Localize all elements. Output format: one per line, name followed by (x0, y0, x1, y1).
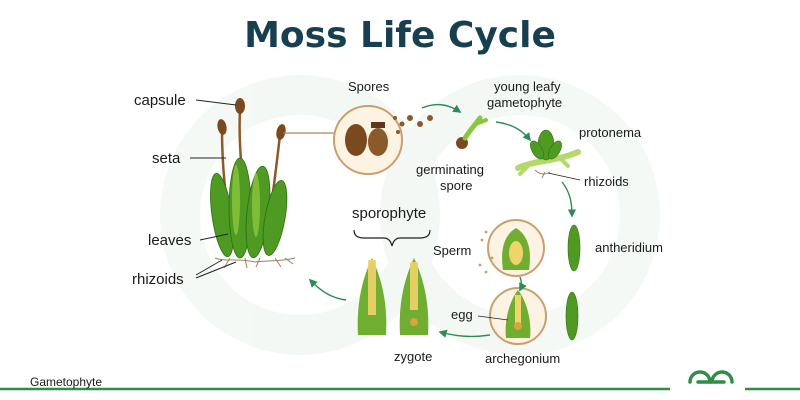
label-germinating-2: spore (440, 178, 473, 193)
label-germinating-1: germinating (416, 162, 484, 177)
label-sporophyte: sporophyte (352, 205, 426, 222)
geeksforgeeks-logo-icon (688, 370, 734, 384)
label-young-leafy-1: young leafy (494, 79, 561, 94)
label-egg: egg (451, 307, 473, 322)
protonema-illustration (515, 129, 581, 179)
cycle-arrows (308, 103, 577, 338)
label-archegonium: archegonium (485, 351, 560, 366)
label-spores: Spores (348, 79, 390, 94)
sporophyte-brace (353, 229, 431, 247)
label-seta: seta (152, 150, 181, 167)
label-young-leafy-2: gametophyte (487, 95, 562, 110)
label-sperm: Sperm (433, 243, 471, 258)
spores-illustration (283, 105, 433, 175)
zygote-illustrations (357, 258, 429, 335)
label-rhizoids-right: rhizoids (584, 174, 629, 189)
label-rhizoids-left: rhizoids (132, 271, 184, 288)
footer: Gametophyte (0, 370, 800, 391)
germinating-spore-illustration (456, 115, 488, 149)
left-label-group: capsule seta leaves rhizoids (132, 92, 237, 288)
label-capsule: capsule (134, 92, 186, 109)
antheridium-illustration (478, 219, 581, 277)
capsule-shape (235, 98, 245, 114)
label-leaves: leaves (148, 232, 191, 249)
label-zygote: zygote (394, 349, 432, 364)
label-antheridium: antheridium (595, 240, 663, 255)
footer-caption: Gametophyte (30, 375, 102, 389)
page-title: Moss Life Cycle (244, 15, 556, 56)
archegonium-illustration (489, 287, 579, 345)
adult-moss-plant (210, 98, 296, 269)
label-protonema: protonema (579, 125, 642, 140)
